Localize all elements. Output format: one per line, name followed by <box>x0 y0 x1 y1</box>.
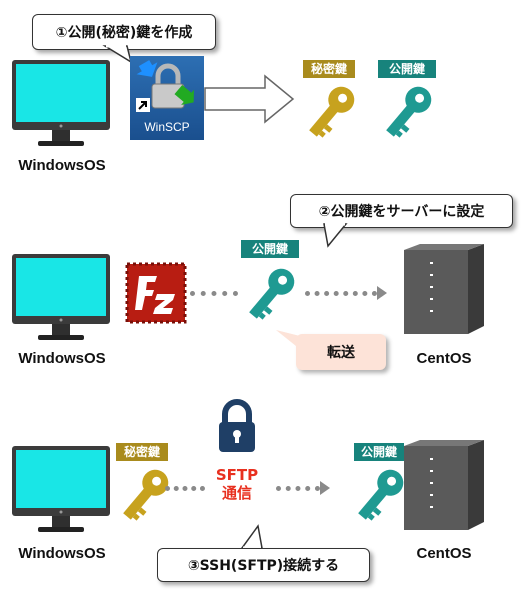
monitor-icon <box>12 446 110 532</box>
step2-callout: ②公開鍵をサーバーに設定 <box>290 194 513 228</box>
step1-label: ①公開(秘密)鍵を作成 <box>55 25 193 41</box>
public-key-tag: 公開鍵 <box>378 60 436 78</box>
sftp-line-left <box>165 486 205 491</box>
transfer-arrowhead <box>377 286 387 300</box>
windows-os-label: WindowsOS <box>18 350 106 367</box>
step1-callout: ①公開(秘密)鍵を作成 <box>32 14 216 50</box>
sftp-label-line1: SFTP <box>215 466 259 484</box>
step3-callout-tail <box>240 524 263 550</box>
step2-callout-tail <box>323 222 348 248</box>
server-icon <box>404 244 484 334</box>
winscp-label: WinSCP <box>144 120 190 134</box>
private-key-icon <box>123 469 169 521</box>
public-key-tag: 公開鍵 <box>354 443 404 461</box>
shortcut-arrow-icon <box>136 98 150 112</box>
create-arrow <box>204 74 295 124</box>
windows-os-label: WindowsOS <box>18 545 106 562</box>
public-key-icon <box>386 86 432 138</box>
monitor-icon <box>12 254 110 340</box>
public-key-icon <box>249 268 295 320</box>
sftp-label: SFTP 通信 <box>205 466 269 502</box>
step1-callout-tail <box>102 44 133 64</box>
lock-icon <box>219 399 255 452</box>
padlock-arrows-icon <box>136 60 194 109</box>
windows-os-label: WindowsOS <box>18 157 106 174</box>
step2-label: ②公開鍵をサーバーに設定 <box>318 204 485 220</box>
step3-label: ③SSH(SFTP)接続する <box>187 558 340 574</box>
transfer-callout-tail <box>276 330 300 346</box>
private-key-icon <box>309 86 355 138</box>
filezilla-icon <box>125 262 187 324</box>
private-key-tag: 秘密鍵 <box>116 443 168 461</box>
centos-label: CentOS <box>416 545 472 562</box>
transfer-line-right <box>305 291 377 296</box>
monitor-icon <box>12 60 110 146</box>
sftp-arrowhead <box>320 481 330 495</box>
winscp-app-icon: WinSCP <box>130 56 204 140</box>
transfer-line-left <box>190 291 238 296</box>
private-key-tag: 秘密鍵 <box>303 60 355 78</box>
sftp-line-right <box>276 486 320 491</box>
transfer-callout: 転送 <box>296 334 386 370</box>
transfer-label: 転送 <box>327 345 355 361</box>
sftp-label-line2: 通信 <box>221 484 252 502</box>
step3-callout: ③SSH(SFTP)接続する <box>157 548 370 582</box>
centos-label: CentOS <box>416 350 472 367</box>
public-key-tag: 公開鍵 <box>241 240 299 258</box>
server-icon <box>404 440 484 530</box>
public-key-icon <box>358 469 404 521</box>
